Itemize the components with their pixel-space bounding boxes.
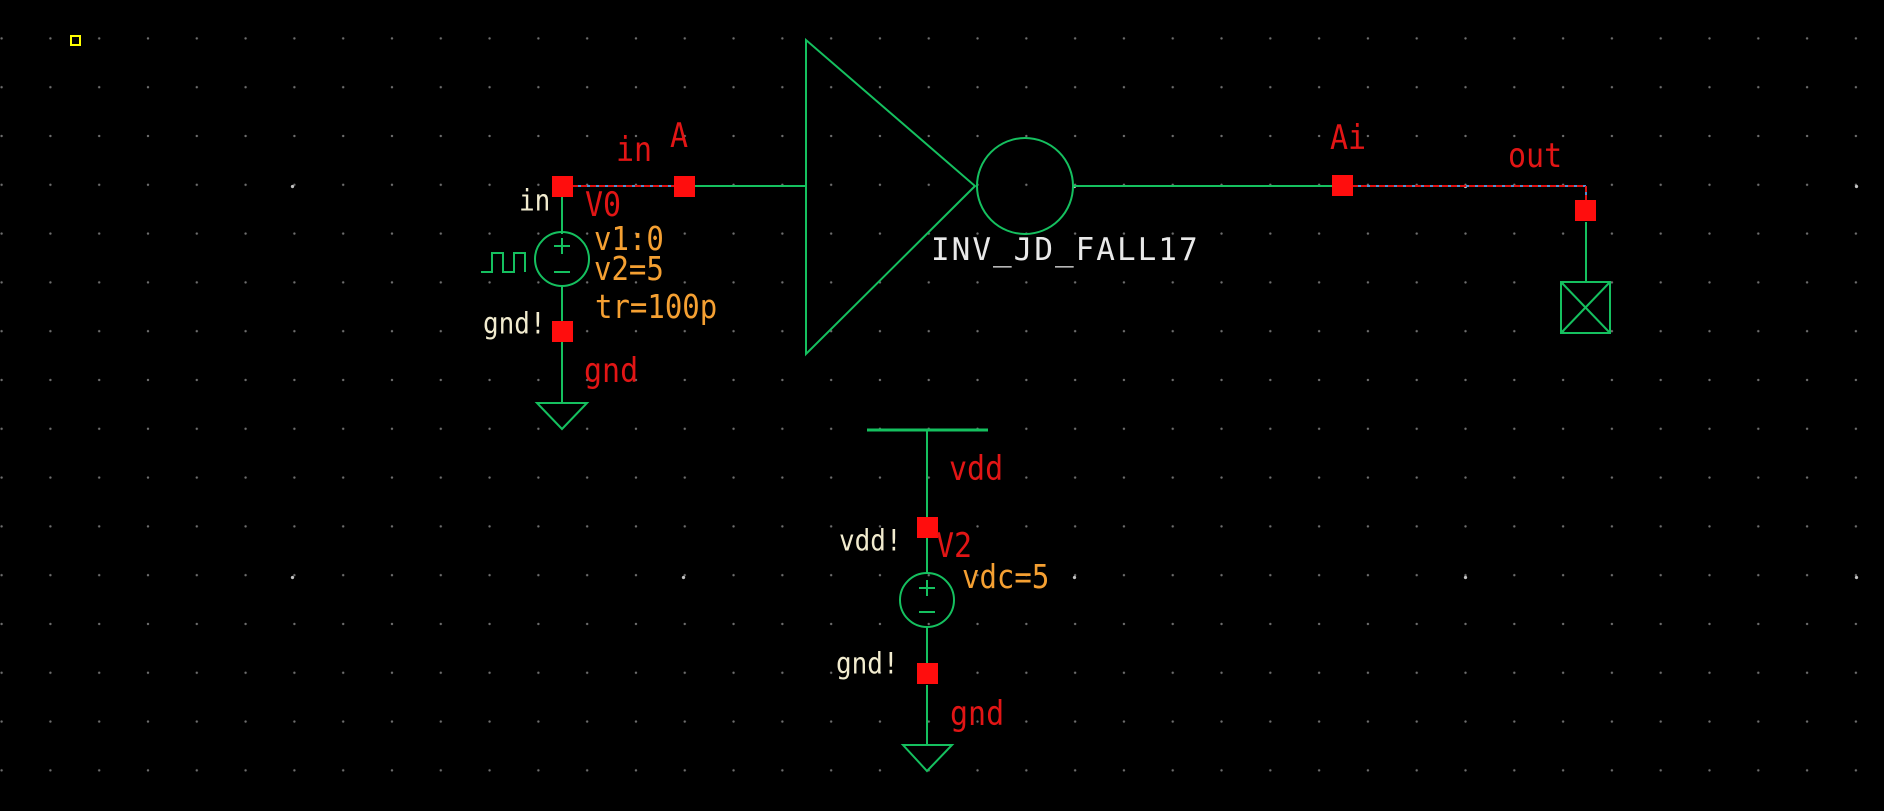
conn-label-gnd-left[interactable]: gnd! [483, 307, 546, 342]
noconn-diagonal-2 [1560, 281, 1611, 334]
v0-param-v2[interactable]: v2=5 [594, 249, 664, 288]
v0-param-tr[interactable]: tr=100p [595, 287, 718, 326]
pin-gnd-left[interactable] [552, 321, 573, 342]
conn-label-vdd[interactable]: vdd! [839, 524, 902, 559]
instance-label-v0[interactable]: V0 [585, 185, 622, 225]
origin-marker [70, 35, 81, 46]
net-label-vdd[interactable]: vdd [949, 449, 1004, 489]
pin-in[interactable] [552, 176, 573, 197]
net-label-out[interactable]: out [1508, 136, 1563, 176]
pin-vdd[interactable] [917, 517, 938, 538]
net-label-gnd-left[interactable]: gnd [584, 351, 639, 391]
pin-label-ai[interactable]: Ai [1330, 118, 1367, 158]
ground-symbol-right[interactable] [900, 744, 955, 773]
inverter-bubble[interactable] [976, 137, 1074, 235]
conn-label-in[interactable]: in [519, 184, 551, 219]
instance-label-v2[interactable]: V2 [936, 526, 973, 566]
pin-out[interactable] [1575, 200, 1596, 221]
pin-label-a[interactable]: A [670, 116, 689, 156]
net-label-gnd-right[interactable]: gnd [950, 694, 1005, 734]
ground-symbol-left[interactable] [534, 402, 590, 431]
v0-param-v1[interactable]: v1:0 [594, 219, 664, 258]
pulse-waveform-icon [481, 252, 526, 273]
pin-gnd-right[interactable] [917, 663, 938, 684]
v2-param-vdc[interactable]: vdc=5 [962, 557, 1050, 596]
noconn-symbol[interactable] [1560, 281, 1611, 334]
conn-label-gnd-right[interactable]: gnd! [836, 647, 899, 682]
pin-a[interactable] [674, 176, 695, 197]
pin-ai[interactable] [1332, 175, 1353, 196]
inverter-triangle[interactable] [805, 37, 977, 357]
net-label-in[interactable]: in [616, 130, 653, 170]
instance-label-inverter[interactable]: INV_JD_FALL17 [931, 232, 1200, 268]
